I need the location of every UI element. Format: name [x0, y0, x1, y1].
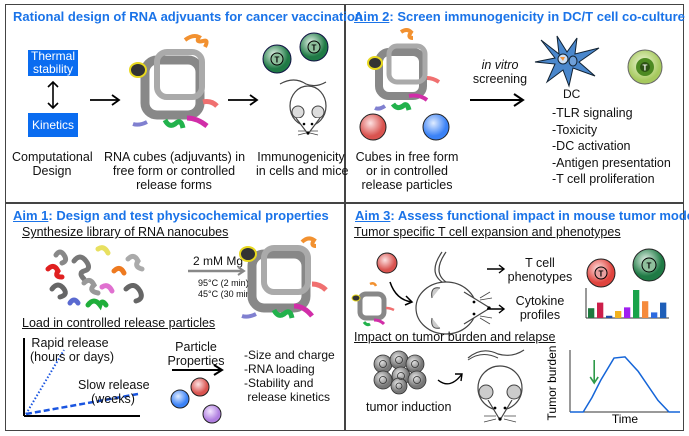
- rna-strands-library-image: [45, 245, 145, 311]
- panel-title: Aim 3: Assess functional impact in mouse…: [355, 208, 689, 223]
- temperature-protocol: 95°C (2 min)45°C (30 min): [198, 278, 254, 299]
- arrow-right-icon: [90, 94, 121, 106]
- arrow-right-icon: [487, 264, 506, 274]
- rapid-release-label: Rapid release(hours or days): [30, 336, 115, 364]
- tumor-cells-icon: [373, 350, 427, 395]
- cytokine-bar: [624, 307, 631, 318]
- dc-label: DC: [563, 87, 581, 101]
- panel-divider-horizontal: [5, 202, 684, 204]
- property-item: -Stability and: [244, 376, 314, 390]
- arrow-right-icon: [172, 364, 224, 376]
- curved-arrow-icon: [389, 281, 414, 306]
- svg-text:T: T: [647, 262, 652, 271]
- blue-particle-icon: [422, 113, 450, 141]
- panel-title: Aim 1: Design and test physicochemical p…: [13, 208, 329, 223]
- properties-list: -Size and charge -RNA loading -Stability…: [244, 348, 335, 404]
- thermal-stability-box: Thermal stability: [28, 50, 78, 76]
- readout-item: -Antigen presentation: [552, 155, 671, 170]
- cytokine-bar: [642, 301, 649, 318]
- rna-cube-image: [129, 34, 219, 129]
- t-cell-icon: T: [632, 248, 666, 282]
- cytokine-bar: [633, 290, 640, 318]
- y-axis-label: Tumor burden: [545, 346, 559, 421]
- slow-release-label: Slow release(weeks): [78, 378, 150, 406]
- aim-title: : Screen immunogenicity in DC/T cell co-…: [389, 9, 685, 24]
- panel-divider-vertical: [344, 4, 346, 431]
- cytokine-bar-chart: [585, 288, 669, 319]
- svg-text:T: T: [312, 44, 317, 53]
- mouse-icon: [467, 349, 525, 423]
- tumor-burden-curve: [570, 356, 680, 413]
- svg-text:T: T: [275, 56, 280, 65]
- t-cell-icon: T: [262, 44, 292, 74]
- slow-release-line: [25, 392, 139, 416]
- readouts-list: -TLR signaling -Toxicity -DC activation …: [552, 106, 671, 189]
- t-cell-icon: T: [586, 258, 616, 288]
- arrow-right-icon: [188, 266, 246, 276]
- cytokine-bar: [615, 311, 622, 318]
- property-item: -RNA loading: [244, 362, 315, 376]
- readout-item: -T cell proliferation: [552, 172, 655, 186]
- panel-title: Rational design of RNA adjvuants for can…: [13, 9, 363, 24]
- mouse-icon: [279, 79, 327, 136]
- aim-title: : Design and test physicochemical proper…: [48, 208, 329, 223]
- aim-label: Aim 1: [13, 208, 49, 223]
- arrow-right-icon: [487, 304, 506, 314]
- panel-title: Aim 2: Screen immunogenicity in DC/T cel…: [354, 9, 685, 24]
- tumor-induction-label: tumor induction: [366, 400, 452, 414]
- arrow-right-icon: [228, 94, 259, 106]
- red-particle-icon: [190, 377, 210, 397]
- rna-cube-image: [239, 236, 328, 319]
- mouse-icon: [415, 251, 493, 335]
- cytokine-bar: [651, 312, 658, 318]
- load-subtitle: Load in controlled release particles: [22, 316, 216, 330]
- release-kinetics-plot: [23, 338, 140, 417]
- red-particle-icon: [359, 113, 387, 141]
- readout-item: -DC activation: [552, 139, 631, 153]
- curved-arrow-icon: [437, 373, 463, 385]
- red-particle-icon: [376, 252, 398, 274]
- aim-title: : Assess functional impact in mouse tumo…: [390, 208, 689, 223]
- dendritic-cell-icon: [534, 35, 600, 88]
- kinetics-box: Kinetics: [28, 113, 78, 137]
- rna-cube-image: [351, 282, 395, 327]
- rna-cube-image: [367, 28, 441, 111]
- cytokine-bar: [588, 308, 595, 318]
- property-item: -Size and charge: [244, 348, 335, 362]
- t-cell-icon: T: [299, 32, 329, 62]
- arrow-right-icon: [470, 93, 525, 107]
- blue-particle-icon: [170, 389, 190, 409]
- svg-text:T: T: [643, 64, 648, 73]
- readout-item: -TLR signaling: [552, 106, 633, 120]
- property-item: release kinetics: [244, 390, 331, 404]
- treatment-arrow-icon: [589, 360, 599, 385]
- purple-particle-icon: [202, 404, 222, 424]
- t-cell-expansion-subtitle: Tumor specific T cell expansion and phen…: [354, 225, 621, 239]
- kinetics-label: Kinetics: [31, 117, 75, 132]
- double-arrow-icon: [47, 80, 59, 110]
- tumor-burden-subtitle: Impact on tumor burden and relapse: [354, 330, 556, 344]
- svg-text:T: T: [599, 270, 604, 279]
- x-axis-label: Time: [612, 412, 639, 426]
- thermal-stability-label: Thermal stability: [30, 49, 75, 76]
- readout-item: -Toxicity: [552, 122, 598, 137]
- cytokine-bar: [660, 302, 667, 318]
- cytokine-bar: [606, 315, 613, 318]
- t-cell-icon: T: [627, 49, 663, 85]
- synthesize-subtitle: Synthesize library of RNA nanocubes: [22, 225, 229, 239]
- particles-icon: [170, 377, 222, 424]
- cytokine-bar: [597, 302, 604, 318]
- aim-label: Aim 3: [355, 208, 391, 223]
- aim-label: Aim 2: [354, 9, 390, 24]
